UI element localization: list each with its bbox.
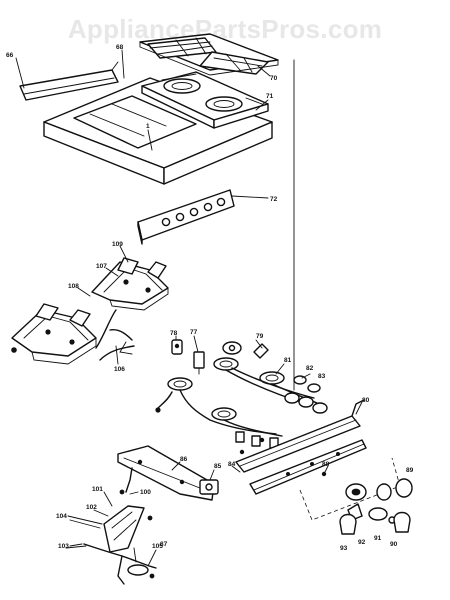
callout-85: 85 (214, 463, 222, 470)
callout-101: 101 (92, 486, 103, 493)
pressure-regulator (199, 479, 219, 495)
callout-108: 108 (68, 283, 79, 290)
callout-90: 90 (390, 541, 398, 548)
valve-bracket (117, 445, 215, 501)
igniter-parts (171, 339, 269, 375)
callout-labels: 66 68 70 71 72 1 109 107 108 106 78 77 7… (6, 44, 414, 552)
callout-102: 102 (86, 504, 97, 511)
callout-71: 71 (266, 93, 274, 100)
callout-1: 1 (146, 123, 150, 130)
callout-83: 83 (318, 373, 326, 380)
callout-77: 77 (190, 329, 198, 336)
burner-bracket-lower (11, 303, 97, 365)
callout-106: 106 (114, 366, 125, 373)
callout-91: 91 (374, 535, 382, 542)
front-rail (249, 439, 367, 495)
cooktop-main-top (43, 77, 273, 185)
callout-109: 109 (112, 241, 123, 248)
burner-assembly (155, 357, 328, 455)
callout-89: 89 (406, 467, 414, 474)
callout-107: 107 (96, 263, 107, 270)
callout-68: 68 (116, 44, 124, 51)
callout-103: 103 (58, 543, 69, 550)
backsplash-panel (19, 61, 119, 101)
leader-lines (15, 49, 363, 567)
callout-72: 72 (270, 196, 278, 203)
callout-79: 79 (256, 333, 264, 340)
burner-grates (139, 33, 279, 76)
callout-82: 82 (306, 365, 314, 372)
callout-88: 88 (322, 461, 330, 468)
control-panel (137, 189, 235, 245)
callout-100: 100 (140, 489, 151, 496)
callout-81: 81 (284, 357, 292, 364)
callout-92: 92 (358, 539, 366, 546)
burner-bracket-upper (91, 257, 169, 311)
callout-104: 104 (56, 513, 67, 520)
callout-66: 66 (6, 52, 14, 59)
gas-manifold (235, 399, 365, 473)
igniter-wire (95, 309, 135, 361)
callout-87: 87 (160, 541, 168, 548)
callout-84: 84 (228, 461, 236, 468)
oven-safety-valve (65, 505, 157, 585)
callout-86: 86 (180, 456, 188, 463)
callout-70: 70 (270, 75, 278, 82)
dashed-box (299, 457, 401, 521)
drip-pan-tray (141, 71, 269, 129)
callout-80: 80 (362, 397, 370, 404)
callout-78: 78 (170, 330, 178, 337)
callout-93: 93 (340, 545, 348, 552)
control-knobs (321, 465, 413, 535)
callout-105: 105 (152, 543, 163, 550)
